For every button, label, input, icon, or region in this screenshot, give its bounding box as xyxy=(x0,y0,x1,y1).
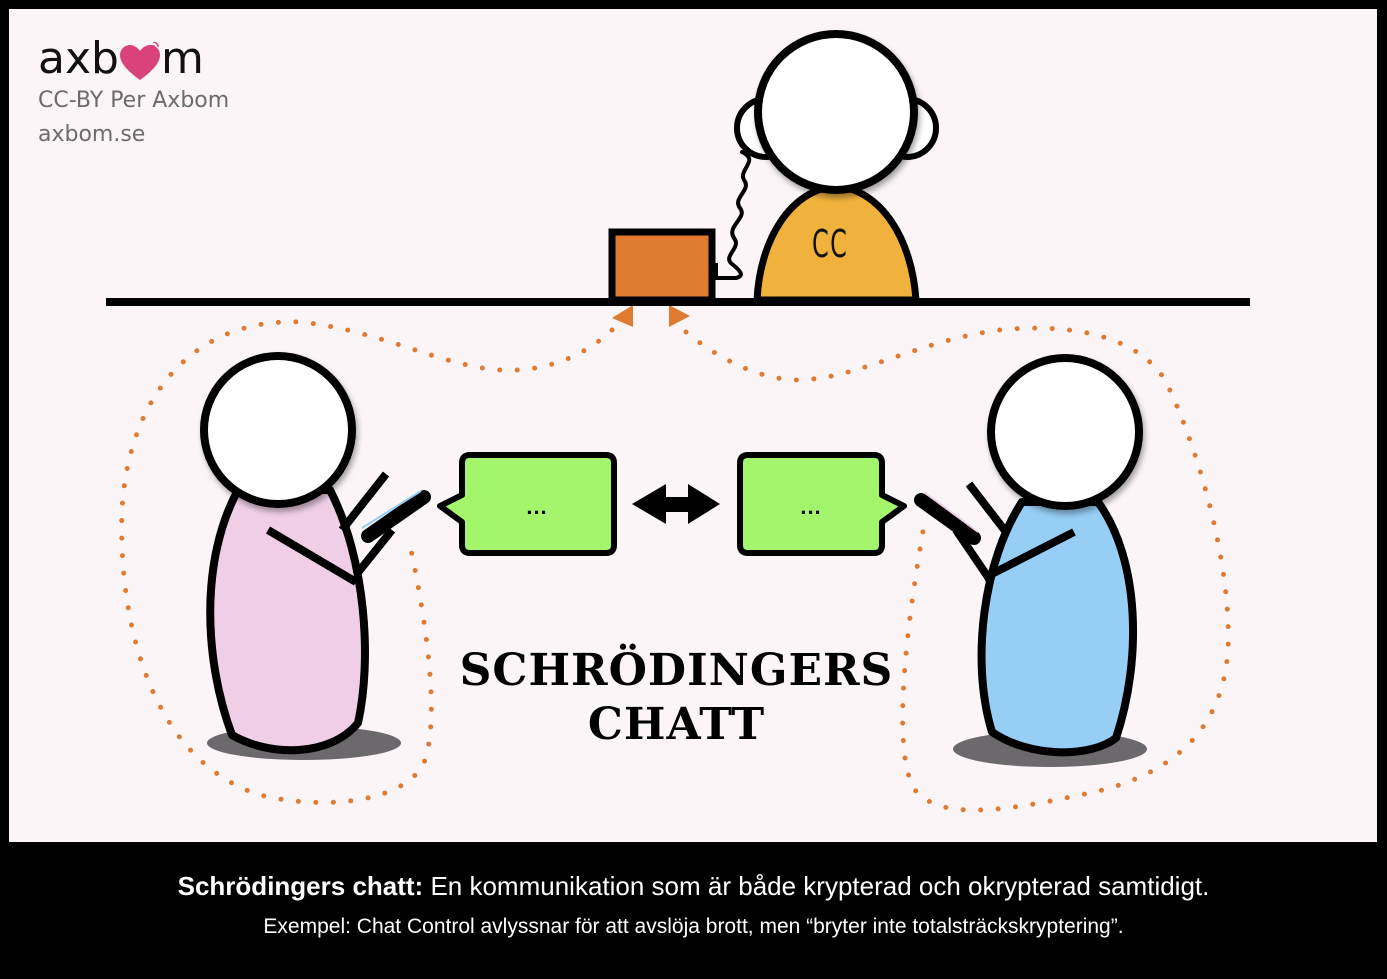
left-phone xyxy=(361,490,431,543)
right-phone xyxy=(914,493,981,545)
caption-headline: Schrödingers chatt: En kommunikation som… xyxy=(0,871,1387,902)
diagram-title-line-2: CHATT xyxy=(587,699,766,750)
eavesdropper-label: CC xyxy=(812,222,849,266)
caption-subline: Exempel: Chat Control avlyssnar för att … xyxy=(263,915,1124,938)
eavesdropper-figure xyxy=(714,30,939,304)
right-bubble-text: ... xyxy=(800,494,822,519)
left-person xyxy=(200,352,431,760)
coiled-cable xyxy=(714,150,752,280)
dotted-path-right xyxy=(683,325,1231,813)
heart-wifi-icon xyxy=(118,41,162,82)
cc-head xyxy=(754,30,918,194)
left-chat-bubble xyxy=(437,452,617,556)
arrow-left-icon xyxy=(612,305,633,327)
logo-text-right: m xyxy=(160,33,204,84)
left-bubble-text: ... xyxy=(526,494,548,519)
dotted-path-left xyxy=(119,319,615,805)
arrow-right-icon xyxy=(669,305,690,327)
right-person xyxy=(914,354,1147,767)
diagram-title-line-1: SCHRÖDINGERS xyxy=(459,645,894,696)
logo-text-left: axb xyxy=(38,33,119,84)
right-person-head xyxy=(987,354,1143,510)
double-arrow-icon xyxy=(632,484,720,524)
interception-box xyxy=(608,228,716,304)
right-chat-bubble xyxy=(737,452,907,556)
desk-line xyxy=(106,298,1250,306)
caption-headline-rest: En kommunikation som är både krypterad o… xyxy=(423,871,1210,901)
left-person-head xyxy=(200,352,356,508)
license-text: CC-BY Per Axbom xyxy=(38,88,230,113)
caption-headline-bold: Schrödingers chatt: xyxy=(177,871,424,901)
website-link[interactable]: axbom.se xyxy=(38,122,146,147)
